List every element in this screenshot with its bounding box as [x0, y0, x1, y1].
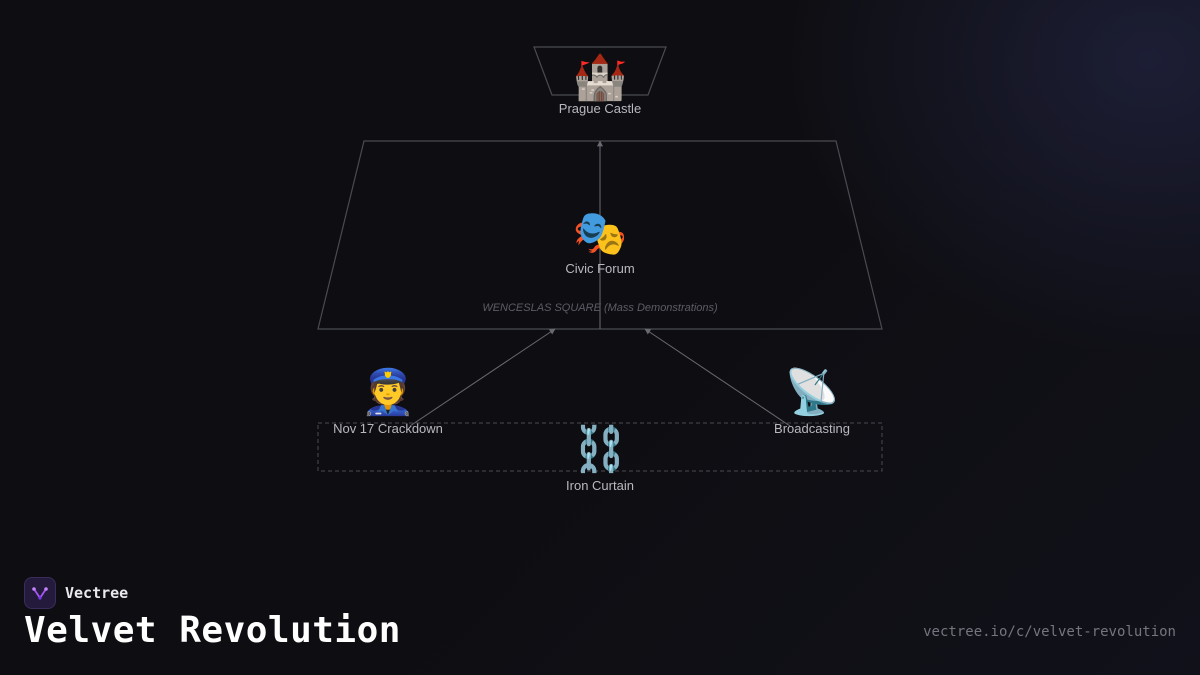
node-label: Nov 17 Crackdown: [333, 421, 443, 436]
node-broadcasting[interactable]: 📡 Broadcasting: [774, 364, 850, 436]
node-nov17-crackdown[interactable]: 👮 Nov 17 Crackdown: [333, 365, 443, 436]
node-iron-curtain[interactable]: ⛓️ Iron Curtain: [566, 424, 634, 493]
node-label: Civic Forum: [565, 261, 634, 276]
node-civic-forum[interactable]: 🎭 Civic Forum: [565, 209, 634, 276]
zone-iron-curtain: [317, 422, 883, 472]
zone-wenceslas-square: [317, 140, 883, 330]
node-label: Broadcasting: [774, 421, 850, 436]
edge-crackdown-to-wenceslas-square: [409, 328, 556, 427]
theater-masks-icon: 🎭: [573, 209, 628, 258]
satellite-antenna-icon: 📡: [785, 364, 840, 417]
source-url[interactable]: vectree.io/c/velvet-revolution: [923, 624, 1176, 640]
node-label: Prague Castle: [559, 101, 641, 116]
brand[interactable]: Vectree: [24, 577, 128, 609]
zone-prague-castle: [533, 46, 667, 96]
node-label: Iron Curtain: [566, 478, 634, 493]
zone-caption-wenceslas-square: WENCESLAS SQUARE (Mass Demonstrations): [482, 302, 718, 314]
castle-icon: 🏰: [573, 53, 628, 102]
police-officer-icon: 👮: [361, 365, 416, 417]
node-prague-castle[interactable]: 🏰 Prague Castle: [559, 53, 641, 116]
page-title: Velvet Revolution: [24, 610, 401, 651]
vectree-logo-icon: [24, 577, 56, 609]
chains-icon: ⛓️: [573, 424, 628, 474]
edge-broadcasting-to-wenceslas-square: [644, 328, 791, 427]
brand-name: Vectree: [65, 584, 129, 602]
